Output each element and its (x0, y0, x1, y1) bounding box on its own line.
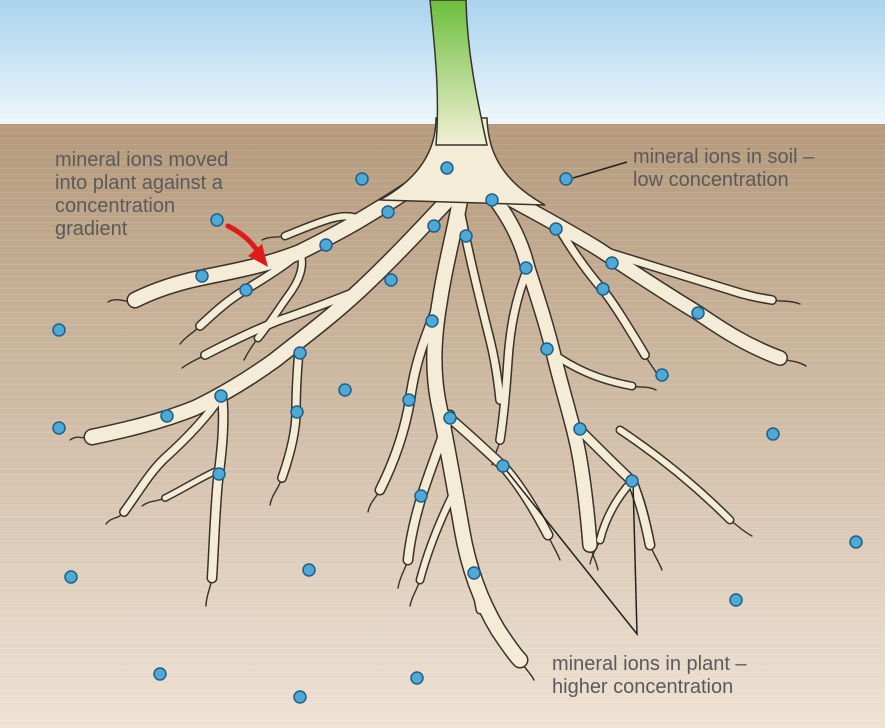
mineral-ions (52, 161, 863, 704)
mineral-ion-icon (691, 306, 705, 320)
root-branch (478, 178, 787, 365)
root-branch (596, 246, 776, 304)
mineral-ion-icon (485, 193, 499, 207)
red-arrow-head (248, 244, 268, 267)
mineral-ion-icon (381, 205, 395, 219)
leader-line-plant (502, 465, 638, 637)
root-branch (597, 478, 635, 543)
mineral-ion-icon (195, 269, 209, 283)
label-line: mineral ions moved (55, 149, 229, 171)
mineral-ion-icon (605, 256, 619, 270)
mineral-ion-icon (573, 422, 587, 436)
label-line: gradient (55, 218, 128, 240)
root-branch (120, 391, 226, 516)
mineral-ion-icon (559, 172, 573, 186)
plant-stem (429, 0, 488, 146)
label-against-gradient: mineral ions moved into plant against a … (55, 149, 228, 241)
label-line: into plant against a (55, 172, 223, 194)
root-branch (417, 487, 458, 583)
root-branch (496, 264, 532, 444)
root-branch (282, 213, 363, 239)
root-crown (377, 117, 546, 206)
mineral-ion-icon (596, 282, 610, 296)
mineral-ion-icon (540, 342, 554, 356)
mineral-ion-icon (440, 161, 454, 175)
mineral-ion-icon (402, 393, 416, 407)
mineral-ion-icon (338, 383, 352, 397)
mineral-ion-icon (239, 283, 253, 297)
mineral-ion-icon (729, 593, 743, 607)
mineral-ion-icon (52, 323, 66, 337)
mineral-ion-icon (625, 474, 639, 488)
mineral-ion-icon (467, 566, 481, 580)
mineral-ion-icon (443, 411, 457, 425)
root-branch (456, 206, 504, 404)
label-line: concentration (55, 195, 176, 217)
mineral-ion-icon (766, 427, 780, 441)
label-line: mineral ions in soil – (633, 146, 815, 168)
label-plant-high-concentration: mineral ions in plant – higher concentra… (552, 653, 747, 699)
label-soil-low-concentration: mineral ions in soil – low concentration (633, 146, 814, 192)
mineral-ion-icon (410, 671, 424, 685)
label-line: low concentration (633, 169, 789, 191)
mineral-ion-icon (302, 563, 316, 577)
root-branch (427, 183, 527, 667)
mineral-ion-icon (427, 219, 441, 233)
mineral-ion-icon (355, 172, 369, 186)
mineral-ion-icon (319, 238, 333, 252)
mineral-ion-icon (153, 667, 167, 681)
mineral-ion-icon (160, 409, 174, 423)
mineral-ion-icon (293, 690, 307, 704)
root-branch (473, 173, 597, 552)
mineral-ion-icon (414, 489, 428, 503)
mineral-ion-icon (214, 389, 228, 403)
mineral-ion-icon (210, 213, 224, 227)
root-branch (617, 427, 733, 523)
root-branch (545, 347, 635, 389)
mineral-ion-icon (459, 229, 473, 243)
mineral-ion-icon (425, 314, 439, 328)
mineral-ion-icon (655, 368, 669, 382)
leader-line-soil (572, 161, 628, 179)
label-line: mineral ions in plant – (552, 653, 747, 675)
mineral-ion-icon (52, 421, 66, 435)
mineral-ion-icon (64, 570, 78, 584)
mineral-ion-icon (496, 459, 510, 473)
mineral-ion-icon (519, 261, 533, 275)
mineral-ion-icon (549, 222, 563, 236)
mineral-ion-icon (384, 273, 398, 287)
mineral-ion-icon (212, 467, 226, 481)
mineral-ion-icon (849, 535, 863, 549)
mineral-ion-icon (290, 405, 304, 419)
label-line: higher concentration (552, 676, 734, 698)
mineral-ion-icon (293, 346, 307, 360)
root-branch (201, 286, 364, 359)
